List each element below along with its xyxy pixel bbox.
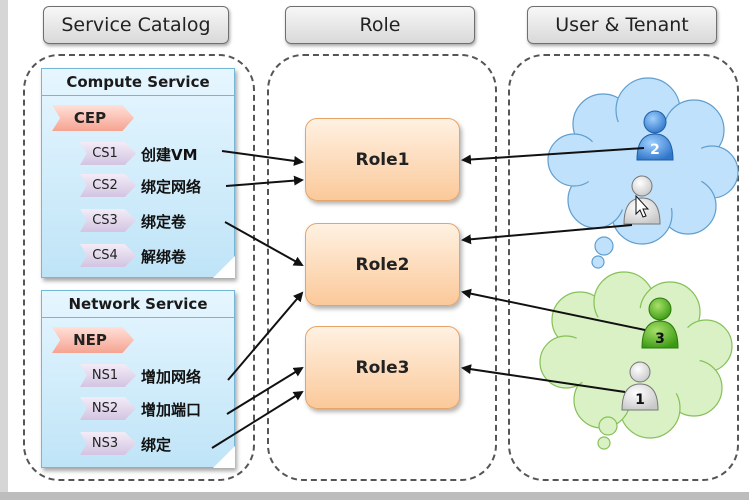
service-cs4-label: 解绑卷 [141, 248, 187, 266]
service-ns2-label: 增加端口 [141, 401, 202, 419]
service-cs2: CS2 [80, 174, 136, 197]
arrow-user-role2 [461, 224, 633, 245]
user-1-icon: 1 [621, 361, 659, 411]
window-edge-left [0, 0, 8, 500]
tenant-cloud-green [539, 271, 733, 450]
service-ns1-label: 增加网络 [141, 368, 202, 386]
user-1-number: 1 [635, 392, 645, 408]
user-2-number: 2 [650, 142, 660, 158]
network-service-title: Network Service [42, 291, 234, 318]
header-service-catalog: Service Catalog [43, 6, 229, 44]
service-role-arrows [211, 150, 304, 449]
arrow-user2-role1 [461, 147, 645, 165]
service-ns2: NS2 [80, 397, 136, 420]
service-ns3: NS3 [80, 432, 136, 455]
service-cs2-label: 绑定网络 [141, 178, 202, 196]
arrow-ns1-role2 [227, 291, 304, 381]
service-cs1-label: 创建VM [141, 146, 198, 164]
compute-service-panel: Compute Service [41, 68, 235, 278]
arrow-cs1-role1 [221, 150, 304, 166]
user-tenant-column [508, 54, 739, 481]
endpoint-nep: NEP [52, 327, 134, 353]
service-catalog-column [23, 54, 255, 481]
page-fold [213, 446, 235, 468]
service-cs3-label: 绑定卷 [141, 213, 187, 231]
user-2-icon: 2 [636, 110, 674, 161]
arrow-user1-role3 [461, 364, 626, 393]
compute-service-title: Compute Service [42, 69, 234, 96]
arrow-ns2-role3 [226, 366, 304, 415]
page-fold [213, 256, 235, 278]
endpoint-cep: CEP [52, 105, 134, 131]
header-user-tenant: User & Tenant [527, 6, 717, 44]
tenant-cloud-blue [547, 77, 739, 269]
window-edge-bottom [0, 492, 749, 500]
user-3-number: 3 [655, 331, 665, 347]
role2-box: Role2 [305, 223, 460, 306]
role-column [267, 54, 497, 481]
arrow-ns3-role3 [211, 390, 304, 449]
mouse-pointer-icon [635, 194, 650, 218]
role3-box: Role3 [305, 326, 460, 409]
user-role-arrows [461, 147, 646, 393]
service-ns1: NS1 [80, 364, 136, 387]
service-ns3-label: 绑定 [141, 436, 172, 454]
network-service-panel: Network Service [41, 290, 235, 468]
user-3-icon: 3 [641, 297, 679, 349]
header-role: Role [285, 6, 475, 44]
arrow-cs3-role2 [224, 221, 304, 266]
arrow-cs2-role1 [225, 175, 304, 187]
service-cs3: CS3 [80, 209, 136, 232]
service-cs4: CS4 [80, 244, 136, 267]
role1-box: Role1 [305, 118, 460, 201]
service-cs1: CS1 [80, 142, 136, 165]
arrow-user3-role2 [461, 288, 646, 331]
